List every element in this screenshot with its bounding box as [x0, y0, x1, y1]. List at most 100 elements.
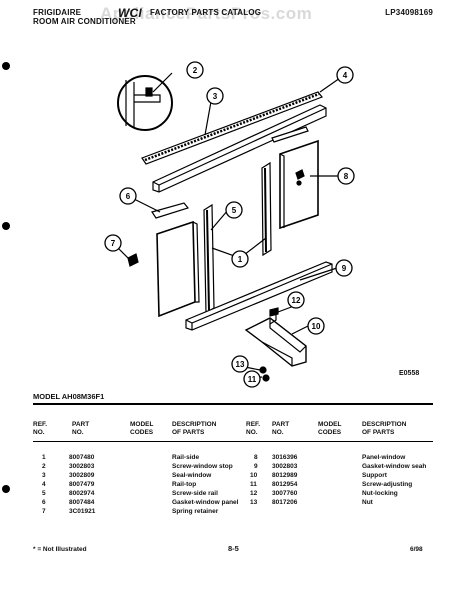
page-number: 8-5	[228, 544, 239, 553]
callout-6: 6	[126, 192, 131, 201]
detail-circle	[117, 75, 173, 131]
bottom-rail-edge	[185, 263, 333, 330]
revision-date: 6/98	[410, 546, 423, 553]
row-ref: 11	[250, 481, 257, 488]
row-ref: 10	[250, 472, 258, 479]
row-desc: Screw-window stop	[172, 463, 233, 470]
divider-header	[33, 441, 433, 442]
nut-part	[259, 366, 267, 374]
row-ref: 2	[42, 463, 46, 470]
leader-10	[291, 325, 309, 335]
row-part: 8017206	[272, 499, 298, 506]
punch-hole	[2, 485, 10, 493]
product-name: ROOM AIR CONDITIONER	[33, 17, 136, 26]
support-bracket	[244, 317, 307, 367]
row-ref: 6	[42, 499, 46, 506]
header-part-left: PART NO.	[72, 421, 90, 436]
header-desc-right: DESCRIPTION OF PARTS	[362, 421, 407, 436]
row-desc: Seal-window	[172, 472, 212, 479]
row-part: 3016396	[272, 454, 298, 461]
screw-small	[295, 169, 305, 180]
leader-5	[210, 209, 229, 231]
row-part: 3002809	[69, 472, 95, 479]
leader-4	[319, 77, 341, 93]
header-codes-left: MODEL CODES	[130, 421, 154, 436]
detail-rail	[125, 80, 161, 128]
row-ref: 4	[42, 481, 46, 488]
row-desc: Rail-side	[172, 454, 200, 461]
detail-screw	[145, 87, 153, 97]
header-ref-right: REF. NO.	[246, 421, 261, 436]
panel-left-edge	[192, 221, 200, 303]
callout-13: 13	[236, 360, 245, 369]
row-desc: Rail-top	[172, 481, 197, 488]
leader-9	[299, 267, 338, 281]
model-line: MODEL AH08M36F1	[33, 392, 105, 401]
panel-window-left	[156, 220, 196, 318]
row-ref: 9	[254, 463, 258, 470]
row-desc: Screw-adjusting	[362, 481, 413, 488]
header-ref-left: REF. NO.	[33, 421, 48, 436]
callout-12: 12	[292, 296, 301, 305]
callout-7: 7	[111, 239, 116, 248]
row-part: 8007480	[69, 454, 95, 461]
row-part: 3007760	[272, 490, 298, 497]
row-part: 3002803	[69, 463, 95, 470]
callout-5: 5	[232, 206, 237, 215]
callout-4: 4	[343, 71, 348, 80]
screw-dot	[296, 180, 302, 186]
header-part-right: PART NO.	[272, 421, 290, 436]
support-bracket-tab	[269, 314, 277, 325]
callout-3: 3	[213, 92, 218, 101]
row-part: 8007484	[69, 499, 95, 506]
row-ref: 12	[250, 490, 258, 497]
leader-6	[131, 197, 161, 213]
callout-2: 2	[193, 66, 198, 75]
header-desc-left: DESCRIPTION OF PARTS	[172, 421, 217, 436]
gasket-small	[151, 202, 190, 219]
rail-side-left-inner	[206, 209, 210, 311]
diagram-code: E0558	[399, 370, 420, 377]
brand-name: FRIGIDAIRE	[33, 8, 82, 17]
callout-1: 1	[238, 255, 243, 264]
row-desc: Spring retainer	[172, 508, 219, 515]
row-part: 3002803	[272, 463, 298, 470]
row-desc: Screw-side rail	[172, 490, 218, 497]
row-desc: Support	[362, 472, 387, 479]
support-bracket-edges	[261, 318, 307, 366]
row-ref: 3	[42, 472, 46, 479]
callout-8: 8	[344, 172, 349, 181]
spring-retainer	[127, 253, 139, 267]
row-ref: 13	[250, 499, 258, 506]
row-desc: Nut	[362, 499, 373, 506]
row-desc: Panel-window	[362, 454, 406, 461]
row-desc: Nut-locking	[362, 490, 398, 497]
screw-adjusting-part	[262, 374, 270, 382]
catalog-title: FACTORY PARTS CATALOG	[150, 8, 262, 17]
wci-logo: WCI	[118, 6, 142, 20]
row-part: 3C01921	[69, 508, 96, 515]
panel-right-edge	[279, 153, 285, 228]
callout-9: 9	[342, 264, 347, 273]
callout-10: 10	[312, 322, 321, 331]
row-ref: 1	[42, 454, 46, 461]
watermark: AppliancePartsPros.com	[100, 4, 313, 23]
rail-top-edge	[152, 107, 327, 192]
gasket-upper	[271, 126, 309, 143]
nut-locking-part	[269, 307, 279, 317]
footnote: * = Not Illustrated	[33, 546, 87, 553]
header-codes-right: MODEL CODES	[318, 421, 342, 436]
divider-top	[33, 403, 433, 405]
leader-2	[152, 72, 173, 93]
row-ref: 5	[42, 490, 46, 497]
row-part: 8007479	[69, 481, 95, 488]
row-desc: Gasket-window panel	[172, 499, 239, 506]
row-part: 8012954	[272, 481, 298, 488]
punch-hole	[2, 62, 10, 70]
row-desc: Gasket-window seah	[362, 463, 427, 470]
seal-texture	[144, 92, 320, 162]
punch-hole	[2, 222, 10, 230]
catalog-id: LP34098169	[385, 8, 433, 17]
